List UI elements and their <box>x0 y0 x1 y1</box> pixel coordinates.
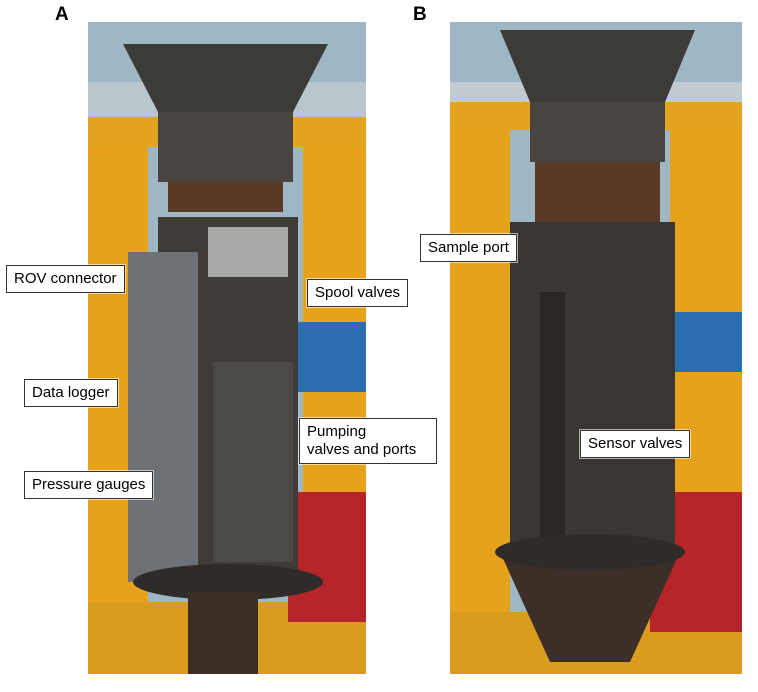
photo-a-illustration <box>88 22 366 674</box>
panel-letter-a: A <box>55 4 69 25</box>
photo-panel-b <box>450 22 742 674</box>
label-pumping-line2: valves and ports <box>307 441 417 458</box>
label-sensor-valves: Sensor valves <box>580 430 691 458</box>
panel-letter-b: B <box>413 4 427 25</box>
photo-b-illustration <box>450 22 742 674</box>
label-data-logger: Data logger <box>24 379 118 407</box>
label-spool-valves: Spool valves <box>307 279 409 307</box>
label-pressure-gauges: Pressure gauges <box>24 471 154 499</box>
label-rov-connector: ROV connector <box>6 265 125 293</box>
label-pumping-line1: Pumping <box>307 423 367 440</box>
photo-panel-a <box>88 22 366 674</box>
label-sample-port: Sample port <box>420 234 517 262</box>
label-pumping-valves: Pumping valves and ports <box>299 418 437 464</box>
